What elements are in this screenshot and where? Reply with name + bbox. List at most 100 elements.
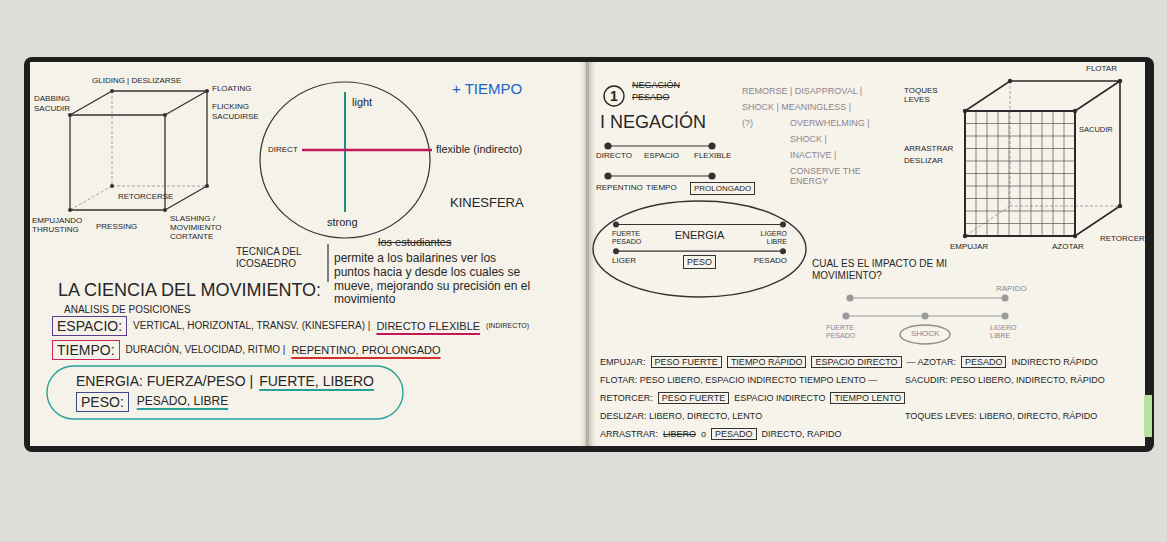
node-text: PESO [687, 257, 712, 267]
effort-cube [110, 184, 114, 188]
callout-number: 1 [603, 85, 625, 107]
slider-group-ellipse: ENERGIAPESO [592, 200, 807, 298]
slider-group-ellipse-line [593, 201, 806, 297]
node-text: ENERGIA: FUERZA/PESO | [76, 373, 253, 389]
quality-box: TIEMPO RÁPIDO [727, 356, 807, 368]
cube-label: DABBING [34, 94, 70, 103]
kinesphere-circle [260, 82, 432, 238]
slider-label: RAPIDO [996, 284, 1027, 293]
page-spine [578, 62, 598, 446]
pale-note: CONSERVE THE ENERGY [790, 166, 870, 187]
impact-slider [850, 297, 1005, 298]
space-axis [302, 149, 432, 152]
slider-line [616, 224, 783, 225]
node-text: PESADO [965, 357, 1003, 367]
quality-note: DESLIZAR: LIBERO, DIRECTO, LENTO [600, 411, 762, 421]
section-heading: LA CIENCIA DEL MOVIMIENTO: [58, 280, 321, 301]
effort-slider [709, 173, 715, 179]
section-subheading: ANALISIS DE POSICIONES [64, 304, 191, 316]
effort-cube [110, 89, 114, 93]
factor-note: (INDIRECTO) [486, 322, 529, 330]
crossed-out-text: NEGACIÓN [632, 80, 680, 90]
quality-note: RETORCER: [600, 393, 653, 403]
effort-cube [70, 91, 207, 210]
quality-box: TIEMPO LENTO [830, 392, 905, 404]
effort-cube-hatched [1073, 234, 1077, 238]
impact-slider [1002, 295, 1008, 301]
impact-slider [843, 313, 849, 319]
impact-slider [847, 295, 853, 301]
cube-label: PRESSING [96, 222, 137, 231]
impact-slider [843, 295, 1008, 319]
effort-cube-hatched [1008, 79, 1012, 83]
effort-cube-hatched [963, 79, 1122, 238]
slider-dot [780, 222, 786, 228]
quality-note: DIRECTO, RAPIDO [762, 429, 842, 439]
pale-note: SHOCK | [790, 134, 827, 144]
cube-label: RETORCERSE [118, 192, 173, 201]
cube-label: AZOTAR [1052, 242, 1084, 251]
effort-cube [68, 89, 209, 212]
effort-slider [709, 143, 715, 149]
crossed-out-text: LIBERO [663, 429, 696, 439]
cube-label: ARRASTRAR [904, 144, 953, 153]
quality-box: PESO FUERTE [658, 392, 729, 404]
axis-label: flexible (indirecto) [436, 143, 522, 156]
slider-dot [780, 248, 786, 254]
node-text: TIEMPO RÁPIDO [731, 357, 803, 367]
quality-note: INDIRECTO RÁPIDO [1011, 357, 1097, 367]
effort-slider [608, 145, 712, 146]
effort-cube-hatched [1073, 109, 1077, 113]
effort-cube [205, 184, 209, 188]
quality-note: ARRASTRAR: [600, 429, 658, 439]
node-text: ESPACIO: [57, 318, 122, 334]
kinesphere-circle [260, 82, 430, 238]
slider-label: PESADO [754, 256, 787, 265]
slider-dot [613, 222, 619, 228]
cube-label: FLICKING [212, 102, 249, 111]
factor-range: PESADO, LIBRE [137, 395, 228, 409]
slider-label: FUERTE PESADO [826, 324, 862, 340]
callout-number-line [604, 86, 624, 106]
right-page [589, 62, 1145, 446]
effort-cube-hatched [963, 79, 1122, 238]
slider-label: LIGER [612, 256, 636, 265]
effort-cube [70, 91, 207, 210]
slider-label: FUERTE PESADO [612, 230, 646, 246]
node-text: PESADO [715, 429, 753, 439]
pale-note: INACTIVE | [790, 150, 836, 160]
cube-label: SLASHING / MOVIMIENTO CORTANTE [170, 214, 234, 242]
axis-label: KINESFERA [450, 196, 524, 211]
axis-label: + TIEMPO [452, 80, 522, 97]
effort-slider [605, 143, 611, 149]
node-text: FUERTE, LIBERO [259, 373, 374, 389]
factor-range: DIRECTO FLEXIBLE [376, 320, 480, 333]
slider-label: LIGERO LIBRE [753, 230, 787, 246]
weight-axis [344, 92, 346, 212]
slider-label: DIRECTO [596, 151, 632, 160]
effort-cube-hatched [963, 109, 967, 113]
pale-note: SHOCK | MEANINGLESS | [742, 102, 851, 112]
effort-cube [68, 89, 209, 212]
crossed-out-text: PESADO [632, 92, 670, 102]
cube-label: EMPUJANDO THRUSTING [32, 216, 84, 234]
effort-cube [163, 113, 167, 117]
divider-bar [327, 244, 328, 282]
node-text: PESO FUERTE [662, 393, 725, 403]
factor-range: REPENTINO, PROLONGADO [291, 344, 440, 357]
quality-box: PESADO [711, 428, 757, 440]
node-text: SHOCK [911, 329, 939, 338]
cube-label: TOQUES LEVES [904, 86, 954, 104]
slider-group-ellipse-outline [592, 200, 807, 298]
cube-label: FLOTAR [1086, 64, 1117, 73]
node-text: PESO FUERTE [655, 357, 718, 367]
slider-dot [613, 248, 619, 254]
pale-note: OVERWHELMING | [790, 118, 870, 128]
quality-box: PESO FUERTE [651, 356, 722, 368]
divider-bar [328, 244, 329, 282]
node-text: PESO: [81, 394, 124, 410]
slider-value-box: PROLONGADO [690, 182, 755, 195]
axis-label: DIRECT [268, 145, 298, 154]
